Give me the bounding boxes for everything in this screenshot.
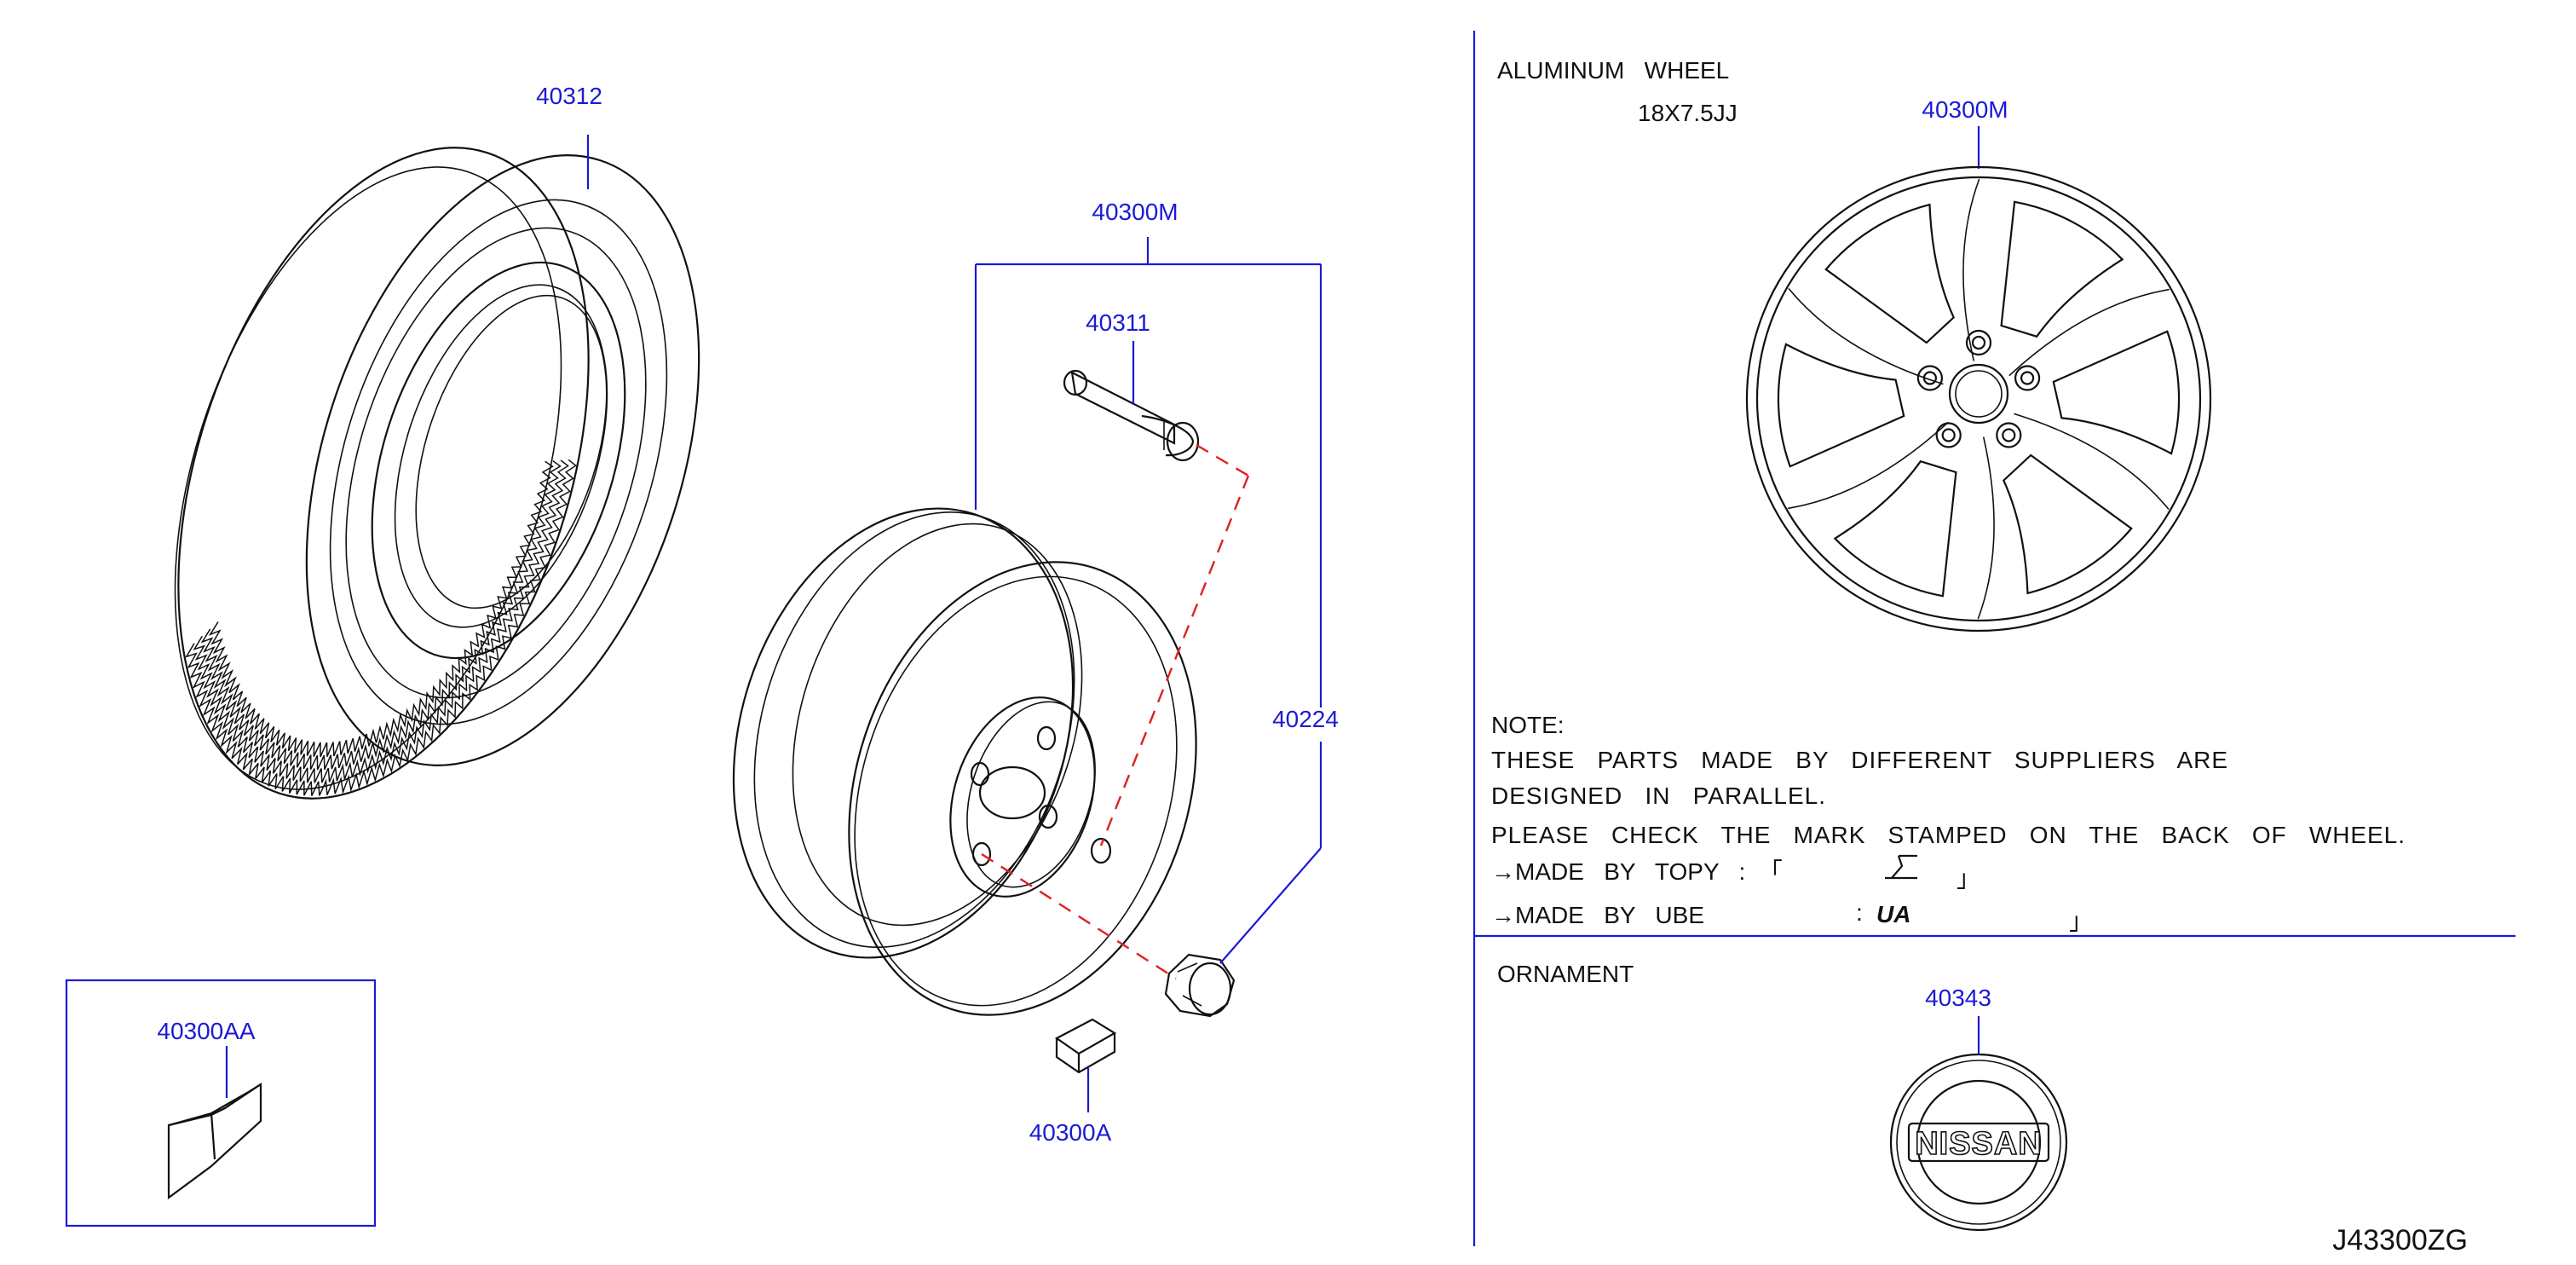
aluminum-wheel-size: 18X7.5JJ [1638,100,1738,126]
lug-hole [1935,422,1962,448]
spoke-edge [2014,413,2170,511]
note-line-1: THESE PARTS MADE BY DIFFERENT SUPPLIERS … [1491,747,2227,773]
lug-hole [2002,428,2016,442]
tire-tread [185,459,577,796]
note-heading: NOTE: [1491,712,1565,738]
note-line-3: PLEASE CHECK THE MARK STAMPED ON THE BAC… [1491,822,2405,848]
note-ube-mark: UA [1876,901,1910,927]
lug-hole [2014,365,2041,391]
spoke-edge [1962,178,1980,361]
spoke-window [1833,459,1957,598]
note-topy-close: 」 [1956,865,1980,892]
aluminum-wheel-title: ALUMINUM WHEEL [1497,57,1729,84]
aluminum-wheel-illustration [1745,126,2212,632]
spoke-window [1777,343,1905,468]
lug-hole [2020,371,2035,385]
note-ube: →MADE BY UBE [1491,902,1704,928]
spoke-edge [1788,421,1949,510]
callout-valve: 40311 [1086,309,1150,336]
note-ube-close: 」 [2069,908,2093,934]
note-topy: →MADE BY TOPY : 「 [1491,858,1783,885]
callout-wheel-assembly: 40300M [1092,199,1178,225]
ornament-brand: NISSAN [1915,1126,2043,1162]
topy-mark-icon [1885,854,1917,880]
lug-holes [1916,329,2041,448]
tread-row [185,459,577,796]
note-line-2: DESIGNED IN PARALLEL. [1491,783,1825,809]
lug-hole [1916,365,1943,391]
callout-tire: 40312 [536,83,602,109]
spoke-window [1824,203,1956,344]
panel-dividers [1472,31,2515,1246]
lug-hole [1965,329,1992,356]
wheel-illustration [732,507,1197,1016]
ornament-illustration: NISSAN [1889,1016,2068,1232]
callout-weight-box: 40300AA [157,1018,256,1044]
callout-ornament: 40343 [1925,985,1991,1011]
diagram-code: J43300ZG [2332,1224,2468,1256]
tread-row [200,459,562,771]
callout-nut: 40224 [1272,706,1339,732]
spoke-edge [2008,288,2170,377]
valve-stem-illustration [1063,369,1200,462]
tread-row [193,459,569,783]
note-ube-colon: : [1856,899,1863,926]
callout-wheel-alu: 40300M [1922,96,2008,123]
tire-illustration [174,147,700,800]
lug-hole [1941,428,1956,442]
balance-weight-illustration [1054,1018,1117,1074]
spoke-window [2000,200,2124,338]
tread-row [208,460,554,758]
spoke-window [2002,453,2133,595]
spoke-window [2052,330,2181,455]
spoke-edge [1788,287,1944,385]
lug-nut-illustration [1164,953,1236,1018]
lug-hole [1996,422,2022,448]
ornament-title: ORNAMENT [1497,961,1634,987]
callout-weight: 40300A [1029,1119,1112,1146]
spoke-edge [1977,436,1995,620]
lug-hole [1971,335,1986,350]
leader-lines [225,135,1323,1112]
wheel-spokes [1777,178,2181,620]
weight-box [65,979,377,1227]
